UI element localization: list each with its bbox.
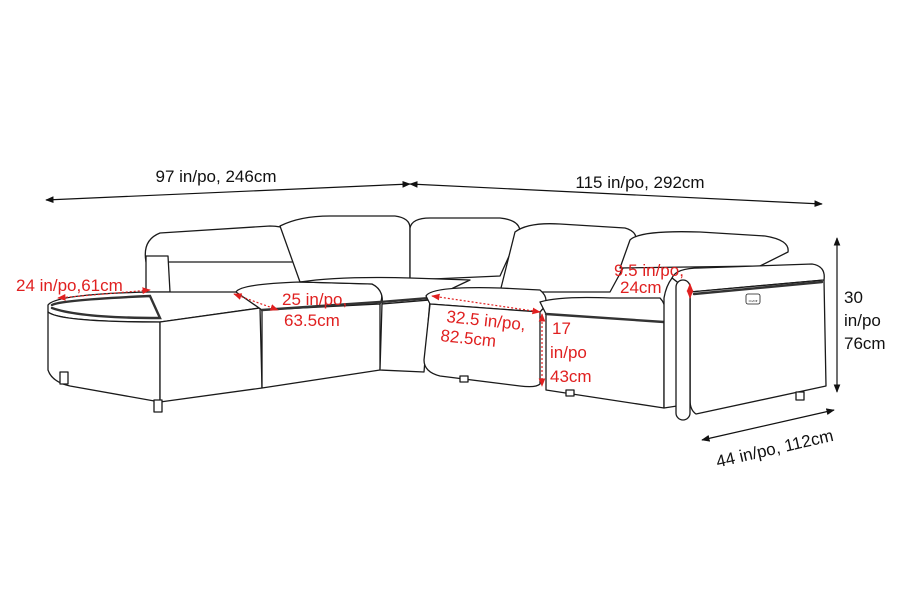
chaise-label: 24 in/po,61cm [16, 276, 123, 295]
seat-height-label-1: 17 [552, 319, 571, 338]
seat-depth-label-1: 25 in/po, [282, 290, 347, 309]
leg-1 [59, 371, 69, 385]
total-right-label: 115 in/po, 292cm [575, 173, 704, 192]
right-arm-frame-rail [675, 279, 691, 421]
seat-depth-label-2: 63.5cm [284, 311, 340, 330]
seat-height-label-2: in/po [550, 343, 587, 362]
total-left-arrow [45, 180, 411, 204]
height-label-1: 30 [844, 288, 863, 307]
chaise-front [47, 311, 161, 403]
right-arm-top [671, 263, 825, 293]
headrest-cushion-4 [499, 223, 637, 293]
seat-dimensions: 24 in/po,61cm 25 in/po, 63.5cm 32.5 in/p… [16, 261, 694, 387]
recliner-control-label: On/Off [749, 299, 758, 303]
depth-arrow [701, 408, 835, 442]
headrest-cushion-2 [279, 215, 411, 283]
right-arm-piping [692, 280, 824, 296]
left-back-panel [145, 255, 171, 293]
arm-height-label-2: 24cm [620, 278, 662, 297]
recliner-control-button [745, 293, 761, 305]
corner-seat-front [379, 299, 431, 373]
headrest-right [619, 231, 789, 269]
height-label-2: in/po [844, 311, 881, 330]
headrest-corner [409, 217, 521, 281]
seat-height-label-3: 43cm [550, 367, 592, 386]
leg-3 [459, 375, 469, 383]
seam-piping [260, 296, 432, 312]
sectional-sofa: On/Off [47, 215, 827, 421]
arm-height-label-1: 9.5 in/po, [614, 261, 684, 280]
total-right-arrow [409, 181, 823, 207]
leg-5 [795, 391, 805, 401]
height-label-3: 76cm [844, 334, 886, 353]
chaise-arrow [57, 287, 151, 301]
total-left-label: 97 in/po, 246cm [156, 167, 277, 186]
leg-2 [153, 399, 163, 413]
chaise-side [159, 307, 263, 403]
seat-5-piping [544, 312, 666, 324]
leg-4 [565, 389, 575, 397]
chaise-piping [50, 294, 162, 320]
